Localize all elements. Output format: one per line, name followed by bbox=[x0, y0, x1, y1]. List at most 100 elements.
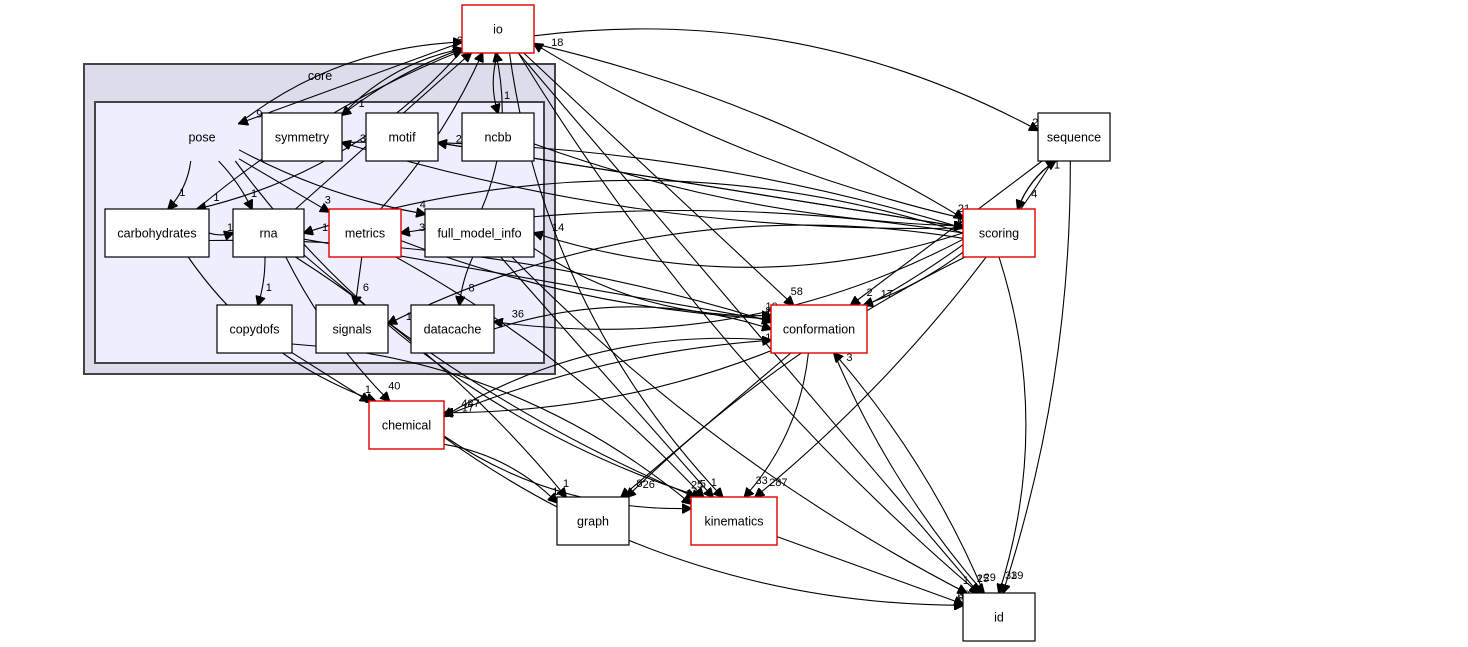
node-ncbb[interactable]: ncbb bbox=[461, 112, 535, 162]
edge-conformation-to-id[interactable]: 29 bbox=[833, 352, 996, 593]
edge-full_model_info-to-conformation[interactable]: 10 bbox=[533, 247, 778, 315]
edge-label[interactable]: 1 bbox=[365, 384, 371, 396]
edge-label[interactable]: 1 bbox=[213, 192, 219, 204]
edge-pose-to-io[interactable]: 6 bbox=[238, 35, 463, 124]
edge-label[interactable]: 2 bbox=[867, 287, 873, 299]
node-symmetry[interactable]: symmetry bbox=[261, 112, 343, 162]
edge-label[interactable]: 9 bbox=[256, 108, 262, 120]
edge-label[interactable]: 1 bbox=[251, 188, 257, 200]
edge-label[interactable]: 1 bbox=[266, 282, 272, 294]
edge-io-to-id[interactable]: 25 bbox=[517, 52, 989, 593]
edge-rna-to-copydofs[interactable]: 1 bbox=[258, 256, 272, 305]
edge-io-to-id[interactable]: 1 bbox=[517, 52, 983, 593]
edge-io-to-ncbb[interactable]: 1 bbox=[493, 52, 510, 113]
edge-label[interactable]: 4 bbox=[420, 199, 426, 211]
node-rna[interactable]: rna bbox=[232, 208, 305, 258]
node-kinematics[interactable]: kinematics bbox=[690, 496, 778, 546]
edge-carbohydrates-to-rna[interactable]: 1 bbox=[208, 222, 233, 235]
edge-label[interactable]: 6 bbox=[958, 591, 964, 603]
edge-pose-to-carbohydrates[interactable]: 1 bbox=[168, 160, 192, 209]
edge-label[interactable]: 2 bbox=[1032, 117, 1038, 129]
edge-label[interactable]: 2 bbox=[691, 480, 697, 492]
edge-label[interactable]: 287 bbox=[769, 477, 787, 489]
edge-rna-to-kinematics[interactable]: 2 bbox=[303, 254, 697, 497]
edge-copydofs-to-chemical[interactable]: 1 bbox=[291, 352, 371, 402]
node-datacache[interactable]: datacache bbox=[410, 304, 495, 354]
node-metrics[interactable]: metrics bbox=[328, 208, 402, 258]
node-carbohydrates[interactable]: carbohydrates bbox=[104, 208, 210, 258]
edge-label[interactable]: 1 bbox=[179, 187, 185, 199]
edge-sequence-to-id[interactable]: 1 bbox=[1003, 160, 1071, 593]
edge-chemical-to-graph[interactable]: 1 bbox=[443, 443, 558, 502]
edge-label[interactable]: 1 bbox=[552, 486, 558, 498]
edge-label[interactable]: 2 bbox=[456, 134, 462, 146]
node-id[interactable]: id bbox=[962, 592, 1036, 642]
edge-label[interactable]: 7 bbox=[957, 213, 963, 225]
edge-label[interactable]: 5 bbox=[700, 479, 706, 491]
edge-metrics-to-signals[interactable]: 6 bbox=[355, 256, 369, 305]
edge-label[interactable]: 36 bbox=[512, 309, 524, 321]
node-signals[interactable]: signals bbox=[315, 304, 389, 354]
edge-sequence-to-scoring[interactable]: 4 bbox=[1018, 160, 1056, 209]
node-full-model-info[interactable]: full_model_info bbox=[424, 208, 535, 258]
edge-kinematics-to-id[interactable]: 39 bbox=[776, 536, 970, 604]
edge-pose-to-metrics[interactable]: 3 bbox=[238, 158, 331, 212]
node-conformation[interactable]: conformation bbox=[770, 304, 868, 354]
edge-label[interactable]: 26 bbox=[643, 479, 655, 491]
edge-metrics-to-kinematics[interactable]: 5 bbox=[395, 256, 706, 497]
edge-sequence-to-conformation[interactable]: 2 bbox=[851, 160, 1043, 305]
node-scoring[interactable]: scoring bbox=[962, 208, 1036, 258]
edge-datacache-to-conformation[interactable] bbox=[493, 306, 771, 329]
edge-scoring-to-sequence[interactable]: 1 bbox=[1017, 160, 1060, 210]
edge-scoring-to-datacache[interactable]: 36 bbox=[494, 238, 964, 330]
edge-label[interactable]: 6 bbox=[457, 35, 463, 47]
edge-label[interactable]: 1 bbox=[359, 98, 365, 110]
edge-label[interactable]: 5 bbox=[697, 479, 703, 491]
edge-label[interactable]: 3 bbox=[846, 352, 852, 364]
node-io[interactable]: io bbox=[461, 4, 535, 54]
edge-full_model_info-to-datacache[interactable]: 8 bbox=[459, 256, 475, 305]
edge-full_model_info-to-kinematics[interactable]: 1 bbox=[500, 256, 717, 497]
edge-label[interactable]: 3 bbox=[419, 222, 425, 234]
node-copydofs[interactable]: copydofs bbox=[216, 304, 293, 354]
edge-label[interactable]: 25 bbox=[977, 573, 989, 585]
node-motif[interactable]: motif bbox=[365, 112, 439, 162]
node-pose[interactable]: pose bbox=[165, 113, 239, 161]
edge-label[interactable]: 40 bbox=[388, 380, 400, 392]
edge-label[interactable]: 6 bbox=[957, 214, 963, 226]
node-sequence[interactable]: sequence bbox=[1037, 112, 1111, 162]
edge-label[interactable]: 1 bbox=[977, 573, 983, 585]
edge-scoring-to-graph[interactable]: 26 bbox=[627, 256, 966, 497]
edge-pose-to-rna[interactable]: 1 bbox=[218, 160, 258, 209]
edge-ncbb-to-scoring[interactable]: 7 bbox=[533, 143, 963, 226]
edge-symmetry-to-io[interactable] bbox=[341, 49, 462, 116]
edge-label[interactable]: 3 bbox=[325, 195, 331, 207]
edge-label[interactable]: 29 bbox=[984, 572, 996, 584]
edge-label[interactable]: 14 bbox=[552, 222, 564, 234]
node-graph[interactable]: graph bbox=[556, 496, 630, 546]
edge-label[interactable]: 8 bbox=[469, 282, 475, 294]
edge-label[interactable]: 1 bbox=[963, 575, 969, 587]
edge-label[interactable]: 33 bbox=[756, 475, 768, 487]
edge-label[interactable]: 1 bbox=[563, 478, 569, 490]
edge-chemical-to-id[interactable]: 6 bbox=[443, 436, 964, 605]
edge-io-to-sequence[interactable]: 2 bbox=[533, 28, 1038, 130]
edge-conformation-to-kinematics[interactable]: 33 bbox=[745, 352, 809, 497]
edge-io-to-scoring[interactable]: 21 bbox=[533, 43, 970, 219]
edge-label[interactable]: 1 bbox=[711, 477, 717, 489]
edge-label[interactable]: 6 bbox=[363, 282, 369, 294]
edge-label[interactable]: 1 bbox=[504, 90, 510, 102]
edge-label[interactable]: 1 bbox=[1054, 160, 1060, 172]
edge-io-to-symmetry[interactable]: 1 bbox=[342, 48, 463, 115]
edge-label[interactable]: 1 bbox=[227, 222, 233, 234]
edge-io-to-conformation[interactable]: 58 bbox=[523, 52, 803, 305]
edge-scoring-to-id[interactable]: 339 bbox=[999, 256, 1027, 593]
node-chemical[interactable]: chemical bbox=[368, 400, 445, 450]
edge-label[interactable]: 58 bbox=[791, 286, 803, 298]
edge-label[interactable]: 18 bbox=[551, 37, 563, 49]
edge-full_model_info-to-id[interactable]: 1 bbox=[511, 256, 969, 593]
edge-label[interactable]: 4 bbox=[1031, 189, 1037, 201]
edge-label[interactable]: 1 bbox=[1011, 570, 1017, 582]
edge-id-to-conformation[interactable]: 3 bbox=[834, 352, 985, 594]
edge-scoring-to-io[interactable]: 18 bbox=[534, 37, 964, 219]
